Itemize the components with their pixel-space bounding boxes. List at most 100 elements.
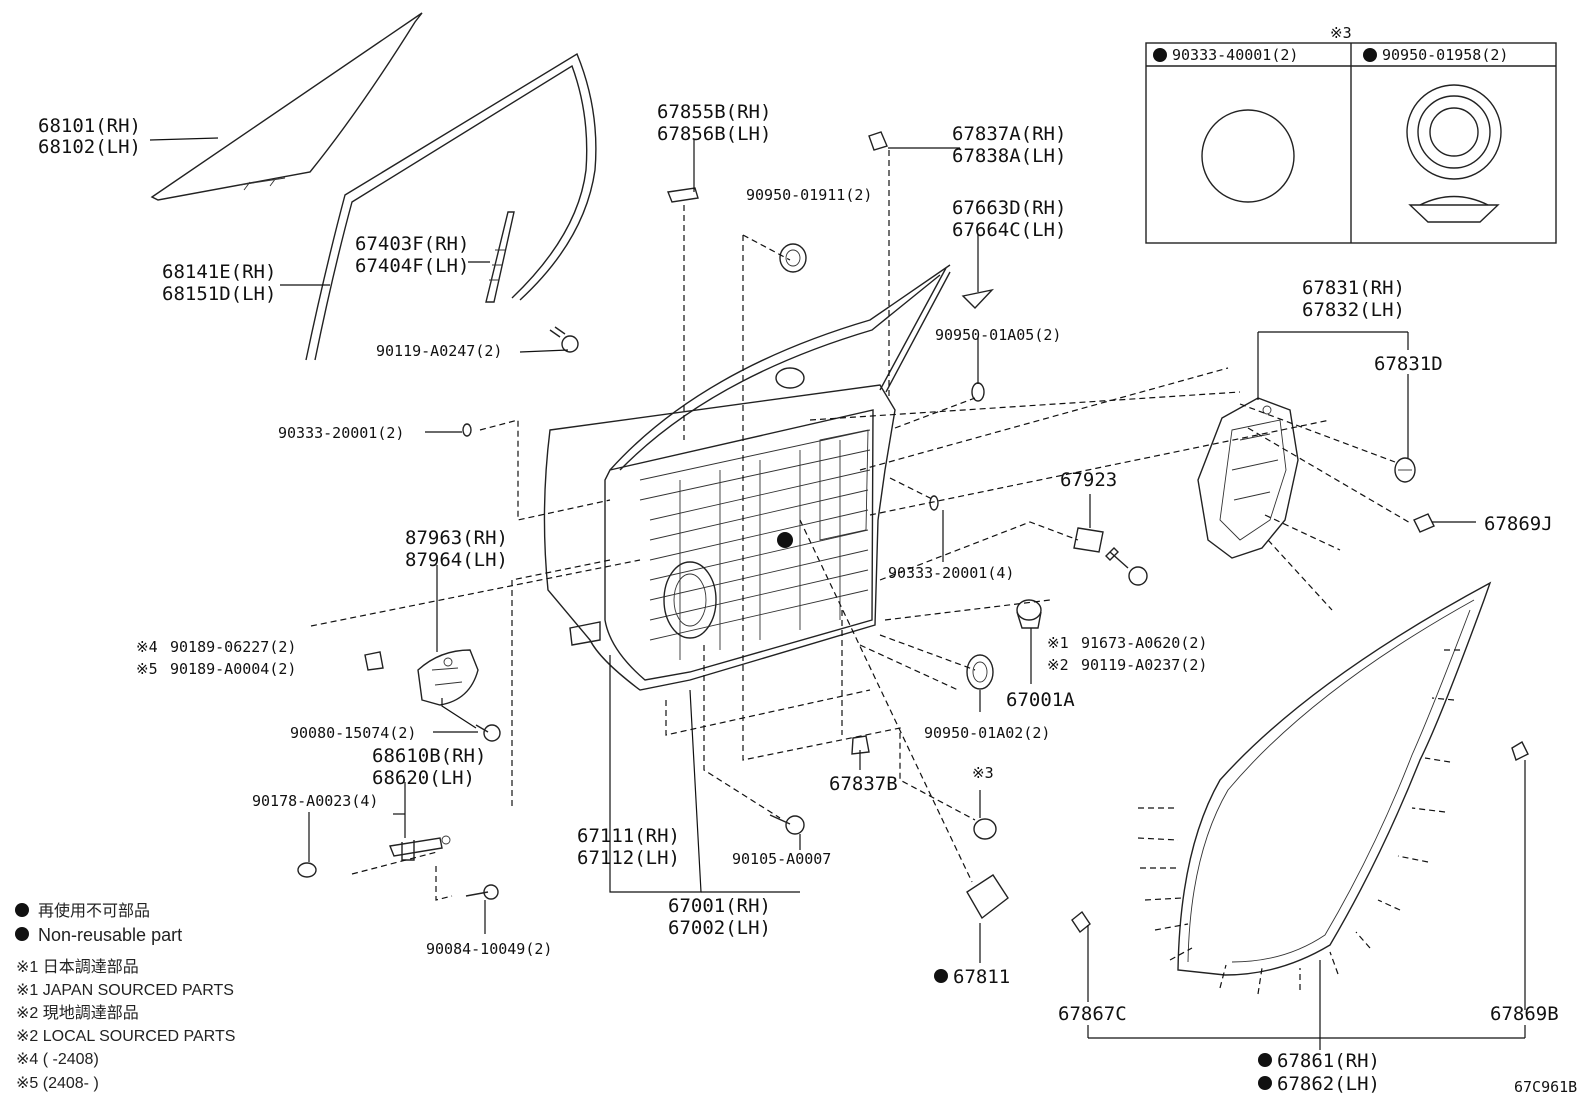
part-label: 68101(RH)	[38, 115, 141, 137]
part-label-prefix: ※5	[136, 660, 158, 678]
part-label-prefix: ※4	[136, 638, 158, 656]
nut-icon	[297, 862, 317, 878]
division-bar	[485, 211, 515, 303]
part-label: 90950-01911(2)	[746, 186, 872, 204]
part-label: 67001(RH)	[668, 895, 771, 917]
diagram-id: 67C961B	[1514, 1078, 1577, 1096]
part-label: 67837B	[829, 773, 898, 795]
part-label: 90333-20001(4)	[888, 564, 1014, 582]
part-label: 90950-01A05(2)	[935, 326, 1061, 344]
part-label: 91673-A0620(2)	[1081, 634, 1207, 652]
legend-line: Non-reusable part	[38, 925, 182, 945]
nonreusable-marker-icon	[1153, 48, 1167, 62]
part-label: 90189-A0004(2)	[170, 660, 296, 678]
nonreusable-marker-icon	[1258, 1053, 1272, 1067]
part-label: 68620(LH)	[372, 767, 475, 789]
part-label: 90950-01A02(2)	[924, 724, 1050, 742]
part-label: 67923	[1060, 469, 1117, 491]
part-labels: 68101(RH) 68102(LH) 68141E(RH) 68151D(LH…	[38, 101, 1577, 1096]
handle-bracket	[417, 649, 479, 706]
part-label: 90333-20001(2)	[278, 424, 404, 442]
part-label: 90105-A0007	[732, 850, 831, 868]
part-label: 67855B(RH)	[657, 101, 771, 123]
legend-line: ※4 ( -2408)	[16, 1051, 99, 1068]
part-label: 87963(RH)	[405, 527, 508, 549]
inset-title: ※3	[1330, 24, 1352, 42]
part-label: 67811	[953, 966, 1010, 988]
legend-line: ※2 現地調達部品	[16, 1004, 139, 1022]
round-plug-icon	[973, 818, 997, 840]
hole-plug-icon	[966, 654, 994, 690]
nonreusable-marker-icon	[934, 969, 948, 983]
clip-icon	[364, 651, 384, 671]
part-label: 90080-15074(2)	[290, 724, 416, 742]
stopper-icon	[1016, 599, 1042, 629]
legend-line: ※1 日本調達部品	[16, 958, 139, 976]
part-label: 67831(RH)	[1302, 277, 1405, 299]
part-label: 67856B(LH)	[657, 123, 771, 145]
clip-icon	[868, 131, 888, 151]
seal-sheet-icon	[966, 874, 1009, 920]
part-label: 90119-A0247(2)	[376, 342, 502, 360]
inset-box: ※3 90333-40001(2) 90950-01958(2)	[1145, 24, 1557, 244]
part-label: 67862(LH)	[1277, 1073, 1380, 1095]
part-label: 67869B	[1490, 1003, 1559, 1025]
part-label: 90084-10049(2)	[426, 940, 552, 958]
door-panel	[543, 264, 951, 691]
part-label: 67663D(RH)	[952, 197, 1066, 219]
mirror-cover-icon	[961, 288, 995, 310]
clip-icon	[851, 735, 870, 755]
clip-icon	[1413, 513, 1435, 533]
part-label: 68141E(RH)	[162, 261, 276, 283]
part-label: 67002(LH)	[668, 917, 771, 939]
plug-grommet-icon	[1406, 84, 1502, 223]
part-label: 67837A(RH)	[952, 123, 1066, 145]
glass-run	[305, 52, 597, 361]
nonreusable-marker-icon	[15, 903, 29, 917]
part-label: 67838A(LH)	[952, 145, 1066, 167]
nonreusable-marker-icon	[1363, 48, 1377, 62]
bolt-icon	[465, 884, 499, 900]
door-check	[389, 835, 451, 861]
clip-icon	[1073, 527, 1104, 553]
clip-icon	[1071, 910, 1091, 934]
hole-plug-icon	[779, 243, 807, 273]
part-label: 67001A	[1006, 689, 1075, 711]
screw-icon	[1105, 547, 1148, 586]
grommet-icon	[1394, 457, 1416, 483]
inset-part-2: 90950-01958(2)	[1382, 46, 1508, 64]
plug-flat-icon	[1201, 109, 1295, 203]
legend-line: 再使用不可部品	[38, 902, 150, 920]
part-label: 67867C	[1058, 1003, 1127, 1025]
part-label: 87964(LH)	[405, 549, 508, 571]
part-label: 67861(RH)	[1277, 1050, 1380, 1072]
part-label: ※3	[972, 764, 994, 782]
weatherstrip-clip-guides	[1137, 649, 1460, 995]
plug-icon	[462, 423, 472, 437]
clip-icon	[667, 187, 699, 203]
part-label: 68102(LH)	[38, 136, 141, 158]
bolt-icon	[475, 724, 501, 742]
part-label: 67112(LH)	[577, 847, 680, 869]
part-label: 67403F(RH)	[355, 233, 469, 255]
part-label: 67111(RH)	[577, 825, 680, 847]
bolt-icon	[769, 814, 805, 835]
door-weatherstrip	[1177, 581, 1492, 976]
part-label: 67664C(LH)	[952, 219, 1066, 241]
nonreusable-marker-icon	[1258, 1076, 1272, 1090]
part-label: 90119-A0237(2)	[1081, 656, 1207, 674]
part-label-prefix: ※1	[1047, 634, 1069, 652]
nonreusable-marker-icon	[777, 532, 793, 548]
part-label-prefix: ※2	[1047, 656, 1069, 674]
legend-line: ※2 LOCAL SOURCED PARTS	[16, 1028, 235, 1045]
part-label: 67404F(LH)	[355, 255, 469, 277]
nonreusable-marker-icon	[15, 927, 29, 941]
window-regulator	[1197, 397, 1299, 559]
part-label: 68610B(RH)	[372, 745, 486, 767]
guide-lines	[310, 150, 1413, 901]
legend-line: ※1 JAPAN SOURCED PARTS	[16, 982, 234, 999]
legend: 再使用不可部品 Non-reusable part ※1 日本調達部品 ※1 J…	[15, 902, 235, 1092]
part-label: 67831D	[1374, 353, 1443, 375]
